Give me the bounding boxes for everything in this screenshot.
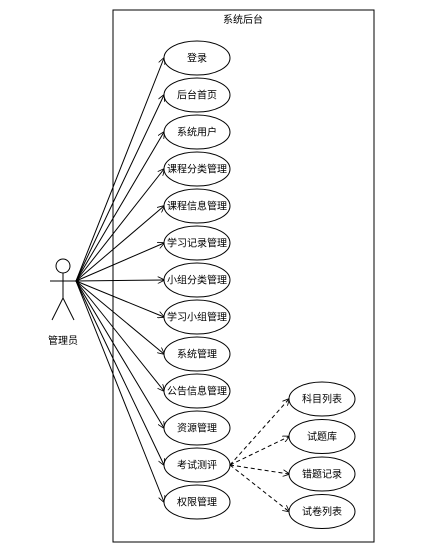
- extension-line-s2: [229, 437, 289, 466]
- sub-use-case-label-s3: 错题记录: [302, 468, 342, 481]
- use-case-label-uc9: 系统管理: [177, 348, 217, 361]
- sub-use-case-label-s4: 试卷列表: [302, 505, 342, 518]
- association-line-uc4: [75, 169, 164, 282]
- use-case-label-uc7: 小组分类管理: [167, 274, 227, 287]
- association-line-uc13: [75, 280, 164, 502]
- association-line-uc3: [75, 132, 164, 282]
- use-case-uc7: [163, 262, 231, 298]
- association-line-uc12: [75, 280, 164, 465]
- use-case-label-uc11: 资源管理: [177, 422, 217, 435]
- use-case-uc1: [163, 40, 231, 76]
- association-line-uc1: [75, 58, 164, 282]
- use-case-uc10: [163, 373, 231, 409]
- use-case-label-uc13: 权限管理: [177, 496, 217, 509]
- use-case-label-uc1: 登录: [187, 52, 207, 65]
- use-case-label-uc2: 后台首页: [177, 89, 217, 102]
- use-case-uc2: [163, 77, 231, 113]
- use-case-label-uc8: 学习小组管理: [167, 311, 227, 324]
- actor-figure: [50, 258, 76, 321]
- sub-use-case-label-s2: 试题库: [307, 430, 337, 443]
- use-case-label-uc4: 课程分类管理: [167, 163, 227, 176]
- use-case-uc11: [163, 410, 231, 446]
- sub-use-case-s3: [288, 456, 356, 492]
- association-line-uc8: [75, 280, 164, 317]
- use-case-uc5: [163, 188, 231, 224]
- use-case-uc9: [163, 336, 231, 372]
- use-case-uc3: [163, 114, 231, 150]
- use-case-label-uc10: 公告信息管理: [167, 385, 227, 398]
- association-line-uc11: [75, 280, 164, 428]
- sub-use-case-s4: [288, 494, 356, 529]
- use-case-uc13: [163, 484, 231, 520]
- association-line-uc9: [75, 280, 164, 354]
- extension-line-s3: [229, 464, 289, 474]
- association-line-uc2: [75, 95, 164, 282]
- use-case-label-uc3: 系统用户: [177, 126, 217, 139]
- system-title: 系统后台: [223, 13, 263, 26]
- use-case-label-uc6: 学习记录管理: [167, 237, 227, 250]
- association-line-uc10: [75, 280, 164, 391]
- extension-line-s4: [229, 464, 289, 512]
- actor-label: 管理员: [48, 334, 78, 347]
- use-case-uc4: [163, 151, 231, 187]
- association-line-uc5: [75, 206, 164, 282]
- sub-use-case-s1: [288, 381, 356, 417]
- use-case-label-uc5: 课程信息管理: [167, 200, 227, 213]
- sub-use-case-s2: [288, 419, 356, 454]
- use-case-uc8: [163, 299, 231, 335]
- use-case-label-uc12: 考试测评: [177, 459, 217, 472]
- system-boundary: [112, 9, 375, 543]
- extension-line-s1: [229, 399, 289, 466]
- extension-lines: [229, 399, 289, 512]
- association-line-uc6: [75, 243, 164, 282]
- sub-use-case-label-s1: 科目列表: [302, 393, 342, 406]
- association-lines: [75, 58, 164, 502]
- association-line-uc7: [75, 280, 164, 281]
- use-case-group: 登录后台首页系统用户课程分类管理课程信息管理学习记录管理小组分类管理学习小组管理…: [163, 40, 231, 520]
- use-case-uc6: [163, 225, 231, 261]
